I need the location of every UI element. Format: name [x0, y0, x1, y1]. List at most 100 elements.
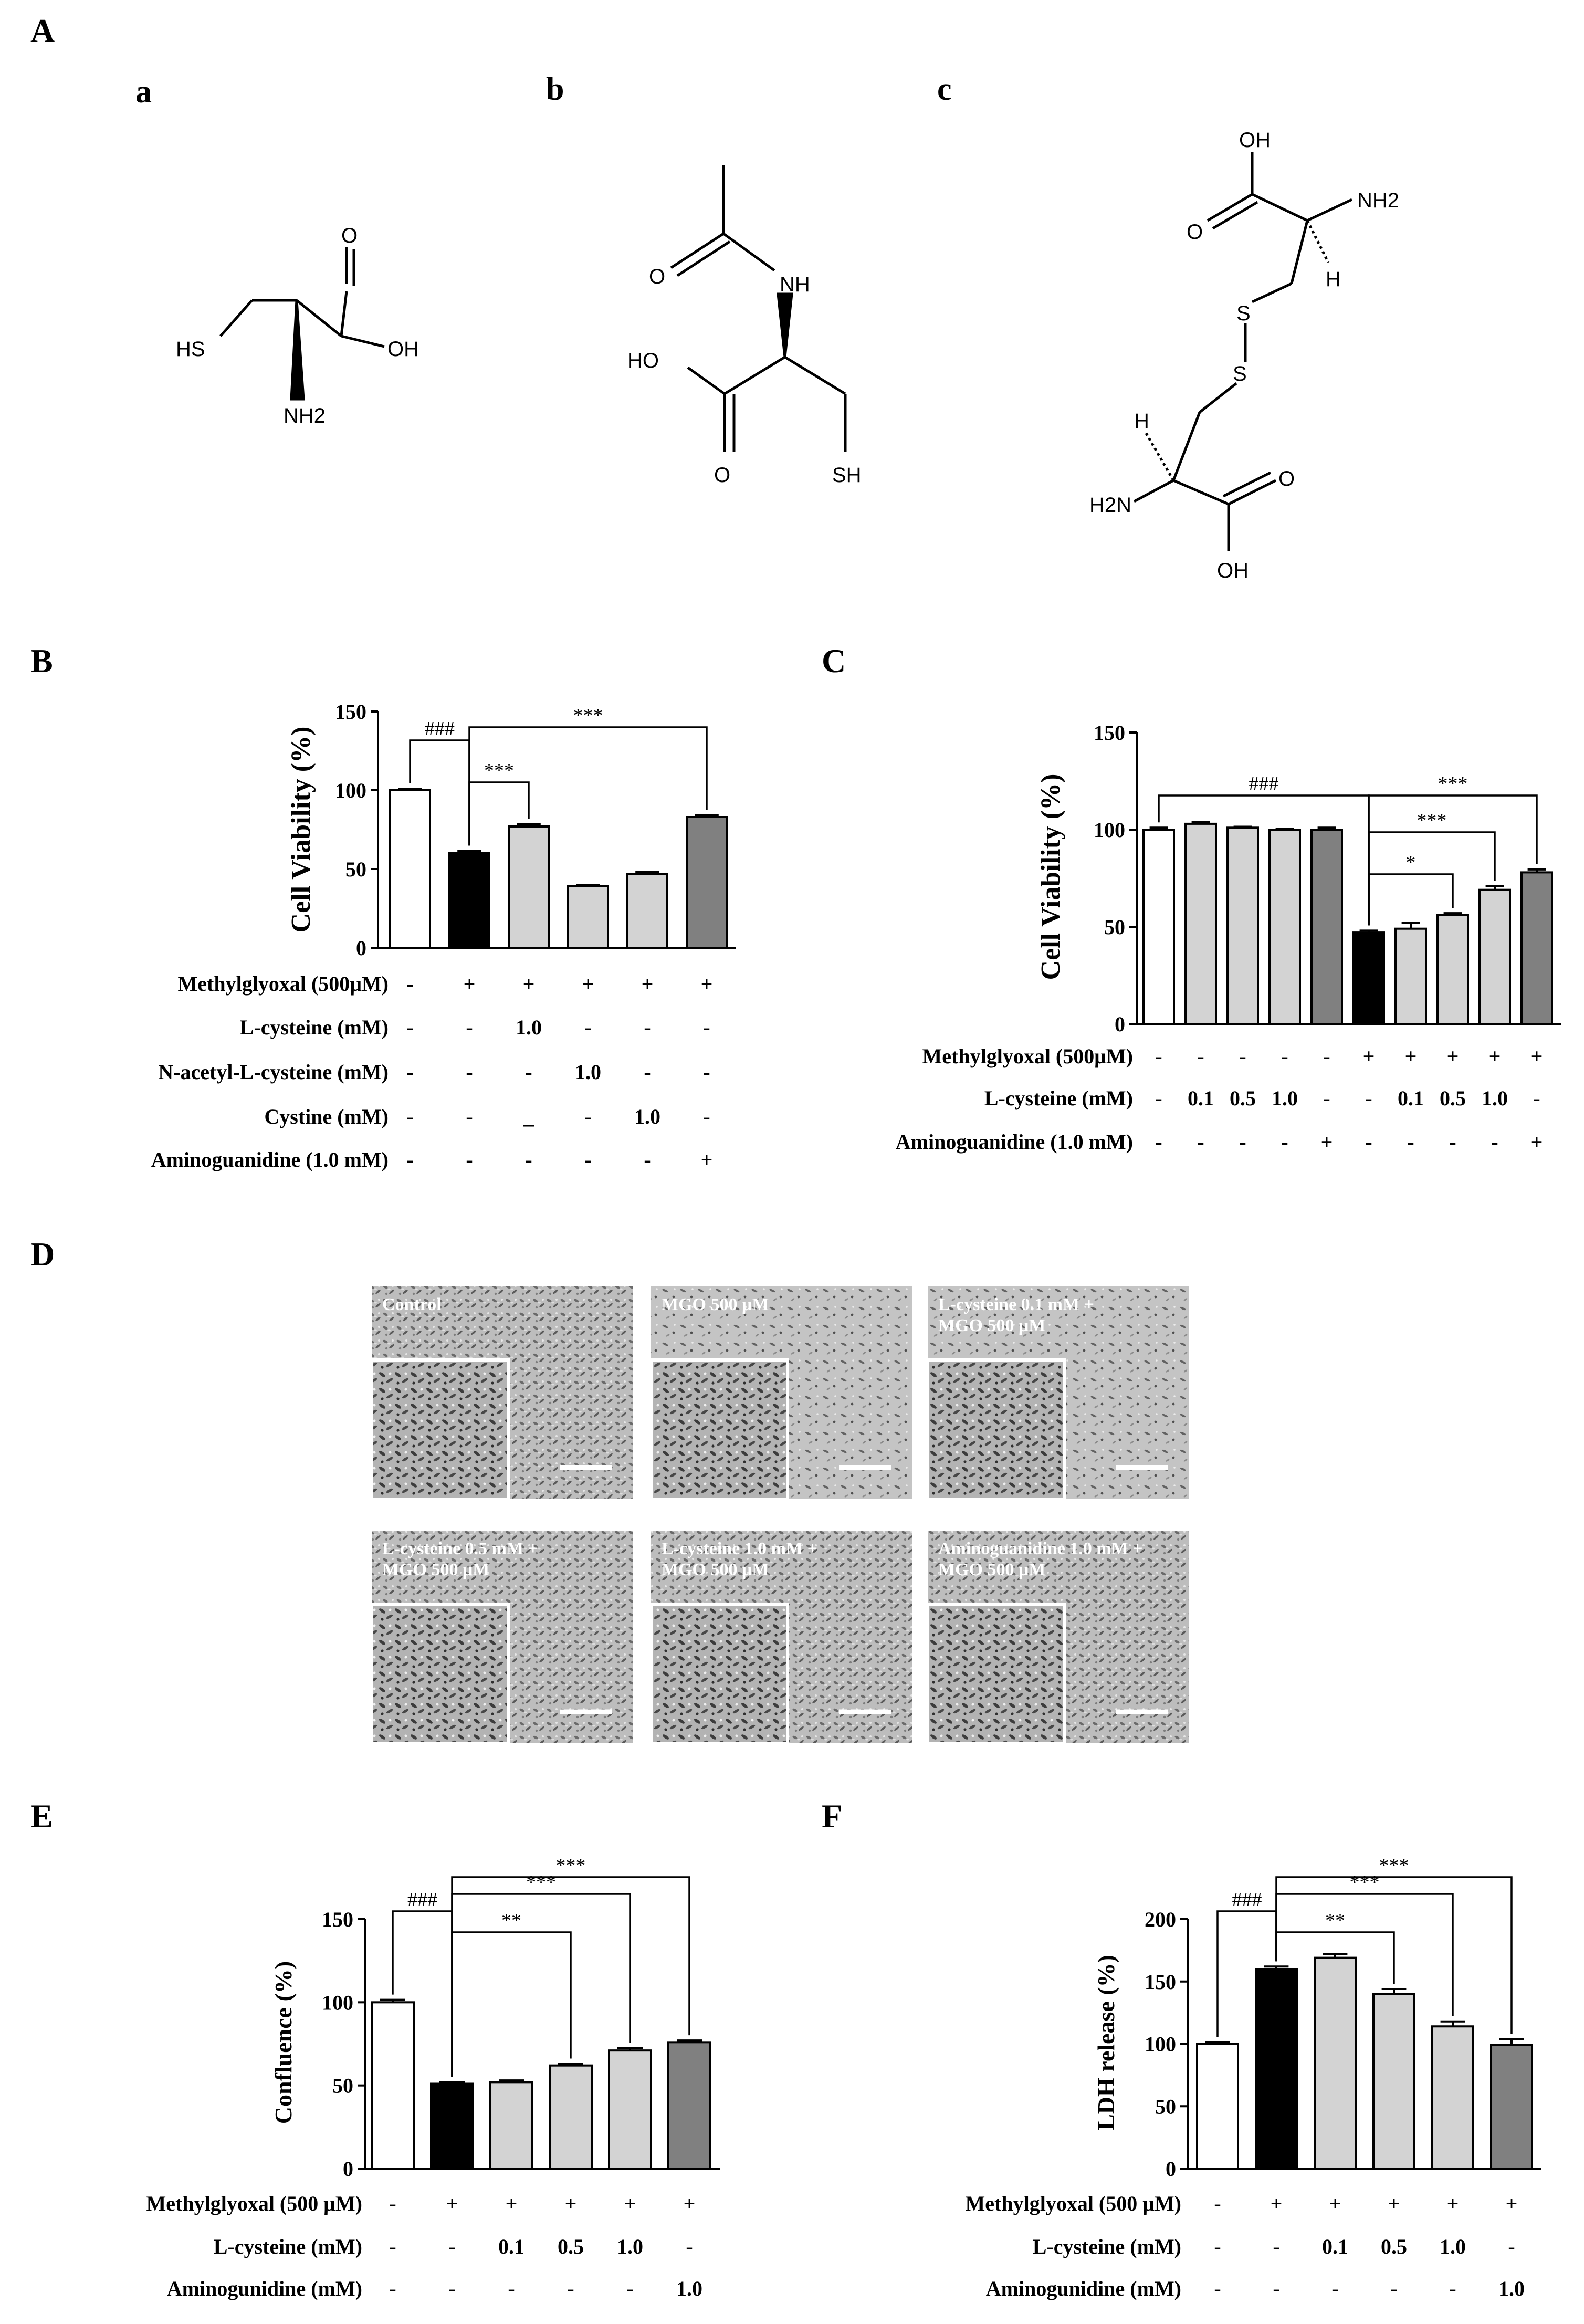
condition-cell: 0.1	[1188, 1086, 1214, 1110]
condition-cell: _	[523, 1105, 534, 1128]
y-tick-label: 50	[1104, 915, 1125, 939]
condition-cell: +	[1405, 1044, 1417, 1068]
micrograph-label: MGO 500 μM	[382, 1560, 489, 1579]
atom-ho: HO	[627, 349, 659, 372]
atom-nh: NH	[780, 273, 810, 296]
condition-cell: -	[1214, 2277, 1221, 2300]
condition-cell: -	[389, 2192, 396, 2215]
micrograph-tile: L-cysteine 0.5 mM + MGO 500 μM	[370, 1531, 633, 1745]
condition-cell: +	[642, 972, 654, 996]
condition-label: L-cysteine (mM)	[1033, 2235, 1181, 2258]
condition-cell: -	[644, 1148, 651, 1171]
micrograph-tile: Aminoguanidine 1.0 mM +MGO 500 μM	[926, 1531, 1189, 1745]
bar	[448, 852, 490, 949]
micrograph-label: MGO 500 μM	[938, 1560, 1045, 1579]
condition-cell: -	[644, 1060, 651, 1084]
significance-label: ***	[1417, 810, 1447, 832]
bar	[1196, 2043, 1239, 2170]
atom-oh-c-top: OH	[1239, 129, 1271, 152]
bar	[1184, 822, 1217, 1025]
atom-sh: SH	[832, 464, 862, 487]
y-tick-label: 100	[1145, 2033, 1176, 2056]
condition-cell: -	[584, 1016, 591, 1039]
significance-label: ###	[425, 718, 455, 740]
y-tick-label: 50	[332, 2074, 353, 2098]
condition-cell: -	[525, 1060, 532, 1084]
condition-cell: -	[1214, 2235, 1221, 2258]
condition-cell: +	[1388, 2192, 1400, 2215]
bar	[1226, 826, 1259, 1025]
y-tick-label: 150	[322, 1908, 353, 1931]
condition-label: Methylglyoxal (500μM)	[922, 1044, 1133, 1068]
condition-cell: +	[446, 2192, 458, 2215]
condition-cell: -	[1491, 1130, 1498, 1154]
bar	[549, 2064, 593, 2170]
condition-cell: 0.5	[1230, 1086, 1256, 1110]
atom-h-c-bottom: H	[1134, 410, 1149, 433]
condition-cell: 0.1	[1398, 1086, 1424, 1110]
significance-bracket	[451, 1893, 631, 2077]
condition-cell: -	[525, 1148, 532, 1171]
atom-o: O	[341, 224, 358, 247]
atom-o-b-top: O	[649, 265, 665, 288]
y-tick-label: 0	[343, 2157, 353, 2181]
micrograph-inset	[370, 1603, 510, 1745]
condition-cell: -	[1323, 1044, 1330, 1068]
panel-label-a: A	[30, 12, 55, 49]
bar	[626, 873, 668, 949]
significance-label: ***	[526, 1871, 556, 1893]
significance-label: *	[1406, 852, 1416, 874]
significance-label: ###	[1232, 1889, 1262, 1911]
condition-cell: -	[1197, 1044, 1204, 1068]
micrograph-inset	[926, 1603, 1066, 1745]
bar	[686, 816, 728, 949]
bar	[1431, 2025, 1474, 2170]
condition-cell: -	[1214, 2192, 1221, 2215]
significance-label: ***	[573, 705, 603, 727]
atom-h2n: H2N	[1089, 494, 1131, 517]
significance-bracket	[468, 726, 708, 846]
condition-cell: -	[1407, 1130, 1414, 1154]
micrograph-label: Control	[382, 1295, 442, 1314]
bar	[1255, 1968, 1298, 2170]
bar	[1372, 1993, 1415, 2170]
condition-cell: -	[1155, 1044, 1162, 1068]
y-tick-label: 100	[322, 1991, 353, 2014]
condition-cell: -	[406, 1148, 413, 1171]
condition-cell: -	[703, 1060, 710, 1084]
bar	[1436, 914, 1469, 1025]
condition-cell: +	[1531, 1130, 1543, 1154]
micrograph-label: L-cysteine 0.5 mM +	[382, 1539, 538, 1558]
condition-cell: -	[1533, 1086, 1540, 1110]
condition-cell: -	[1155, 1086, 1162, 1110]
condition-cell: -	[1197, 1130, 1204, 1154]
condition-label: Methylglyoxal (500 μM)	[146, 2192, 362, 2215]
significance-label: ***	[1438, 773, 1468, 795]
condition-cell: -	[644, 1016, 651, 1039]
condition-cell: -	[389, 2235, 396, 2258]
atom-s2: S	[1233, 362, 1247, 385]
micrograph-inset	[649, 1603, 789, 1745]
condition-cell: 0.5	[1381, 2235, 1407, 2258]
condition-cell: +	[1447, 1044, 1459, 1068]
structure-l-cysteine	[219, 247, 385, 401]
bar	[1314, 1956, 1357, 2170]
condition-label: Aminoguanidine (1.0 mM)	[896, 1130, 1133, 1154]
significance-bracket	[1368, 831, 1496, 926]
y-tick-label: 0	[1166, 2157, 1176, 2181]
condition-cell: -	[1273, 2277, 1279, 2300]
bar	[608, 2049, 652, 2170]
significance-bracket	[451, 1876, 690, 2077]
condition-cell: +	[701, 972, 713, 996]
panel-label-b: B	[30, 642, 53, 679]
y-tick-label: 200	[1145, 1908, 1176, 1931]
micrograph-label: MGO 500 μM	[662, 1560, 769, 1579]
condition-cell: +	[684, 2192, 696, 2215]
condition-cell: -	[448, 2277, 455, 2300]
condition-cell: -	[1331, 2277, 1338, 2300]
condition-cell: -	[406, 1016, 413, 1039]
condition-label: Aminogunidine (mM)	[167, 2277, 362, 2300]
condition-label: Aminoguanidine (1.0 mM)	[151, 1148, 389, 1171]
